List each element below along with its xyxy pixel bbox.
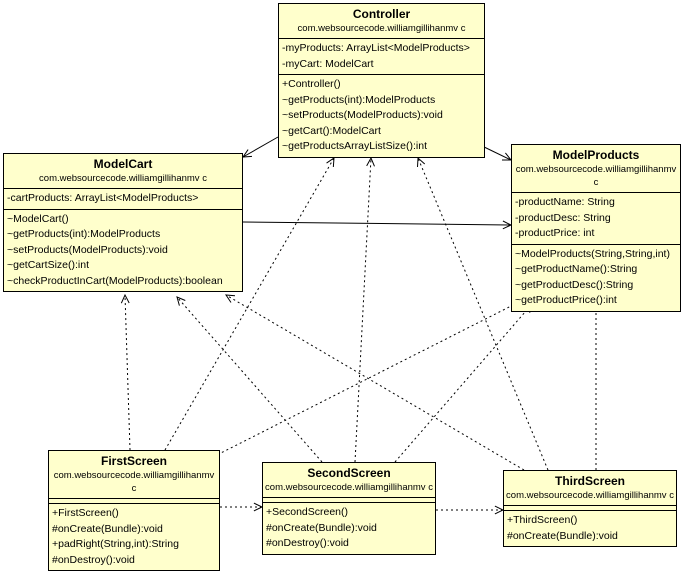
class-firstscreen[interactable]: FirstScreen com.websourcecode.williamgil… xyxy=(48,450,220,571)
operation: ~checkProductInCart(ModelProducts):boole… xyxy=(7,274,223,287)
relationship-line xyxy=(479,144,512,161)
operation: ~getProductDesc():String xyxy=(515,278,634,291)
operation-list: ~ModelProducts(String,String,int) ~getPr… xyxy=(512,245,680,311)
relationship-line xyxy=(354,157,372,463)
relationship-line xyxy=(417,157,549,471)
class-secondscreen[interactable]: SecondScreen com.websourcecode.williamgi… xyxy=(262,462,436,555)
class-name: SecondScreen xyxy=(307,466,391,480)
operation-list: +SecondScreen() #onCreate(Bundle):void #… xyxy=(263,503,435,554)
class-controller[interactable]: Controller com.websourcecode.williamgill… xyxy=(278,3,485,158)
operation: #onCreate(Bundle):void xyxy=(52,522,163,535)
relationship-line xyxy=(242,221,512,226)
operation: ~getProductsArrayListSize():int xyxy=(282,140,428,152)
class-package: com.websourcecode.williamgillihanmv c xyxy=(265,482,433,493)
class-firstscreen-header: FirstScreen com.websourcecode.williamgil… xyxy=(49,451,219,499)
arrow-head xyxy=(366,156,375,167)
attribute: -myProducts: ArrayList<ModelProducts> xyxy=(282,42,470,54)
class-controller-header: Controller com.websourcecode.williamgill… xyxy=(279,4,484,39)
operation: #onDestroy():void xyxy=(266,537,349,549)
arrow-head xyxy=(242,149,253,158)
operation: #onCreate(Bundle):void xyxy=(266,521,377,534)
attribute-list: -cartProducts: ArrayList<ModelProducts> xyxy=(4,189,242,210)
arrow-modelcart-to-modelproducts xyxy=(242,220,513,230)
operation-list: +ThirdScreen() #onCreate(Bundle):void xyxy=(504,511,676,546)
class-modelproducts[interactable]: ModelProducts com.websourcecode.williamg… xyxy=(511,144,681,312)
attribute-list xyxy=(263,498,435,503)
relationship-line xyxy=(164,157,335,451)
operation-list: +Controller() ~getProducts(int):ModelPro… xyxy=(279,75,484,157)
attribute: -productDesc: String xyxy=(515,211,611,224)
arrow-secondscreen-to-controller xyxy=(354,156,375,463)
operation: ~getCart():ModelCart xyxy=(282,124,381,137)
arrow-secondscreen-to-modelcart xyxy=(176,296,323,463)
arrow-thirdscreen-to-controller xyxy=(417,156,549,471)
attribute: -productName: String xyxy=(515,196,615,208)
attribute: -myCart: ModelCart xyxy=(282,57,374,70)
relationship-line xyxy=(394,303,533,463)
attribute-list xyxy=(49,499,219,504)
class-name: FirstScreen xyxy=(100,454,168,468)
arrow-head xyxy=(326,157,335,168)
arrow-head xyxy=(225,294,236,303)
attribute: -cartProducts: ArrayList<ModelProducts> xyxy=(7,192,199,204)
relationship-line xyxy=(225,294,525,471)
class-modelproducts-header: ModelProducts com.websourcecode.williamg… xyxy=(512,145,680,193)
arrow-firstscreen-to-modelcart xyxy=(120,293,131,451)
class-modelcart-header: ModelCart com.websourcecode.williamgilli… xyxy=(4,154,242,189)
arrow-secondscreen-to-thirdscreen xyxy=(436,505,505,515)
operation: ~getCartSize():int xyxy=(7,259,89,271)
class-secondscreen-header: SecondScreen com.websourcecode.williamgi… xyxy=(263,463,435,498)
operation: +ThirdScreen() xyxy=(507,514,578,526)
arrow-firstscreen-to-secondscreen xyxy=(220,502,264,512)
relationship-line xyxy=(212,300,522,458)
arrow-head xyxy=(120,293,130,304)
arrow-thirdscreen-to-modelproducts xyxy=(591,297,601,470)
arrow-controller-to-modelcart xyxy=(242,136,279,158)
class-package: com.websourcecode.williamgillihanmv c xyxy=(506,490,674,501)
operation: ~getProductName():String xyxy=(515,263,638,275)
attribute-list: -productName: String -productDesc: Strin… xyxy=(512,193,680,245)
attribute-list: -myProducts: ArrayList<ModelProducts> -m… xyxy=(279,39,484,75)
arrow-firstscreen-to-controller xyxy=(164,157,335,451)
operation-list: ~ModelCart() ~getProducts(int):ModelProd… xyxy=(4,210,242,292)
class-thirdscreen-header: ThirdScreen com.websourcecode.williamgil… xyxy=(504,471,676,506)
operation: ~setProducts(ModelProducts):void xyxy=(282,109,443,121)
class-name: Controller xyxy=(352,7,411,21)
relationship-line xyxy=(242,136,279,158)
class-package: com.websourcecode.williamgillihanmv c xyxy=(53,470,215,494)
operation: ~getProducts(int):ModelProducts xyxy=(7,228,161,240)
operation-list: +FirstScreen() #onCreate(Bundle):void +p… xyxy=(49,504,219,570)
arrow-firstscreen-to-modelproducts xyxy=(212,300,523,458)
class-package: com.websourcecode.williamgillihanmv c xyxy=(515,164,677,188)
operation: ~getProductPrice():int xyxy=(515,294,617,306)
arrow-secondscreen-to-modelproducts xyxy=(394,303,533,463)
attribute: -productPrice: int xyxy=(515,227,595,239)
arrow-head xyxy=(176,296,186,306)
relationship-line xyxy=(176,296,323,463)
attribute-list xyxy=(504,506,676,511)
class-name: ModelProducts xyxy=(552,148,640,162)
operation: #onCreate(Bundle):void xyxy=(507,529,618,542)
class-package: com.websourcecode.williamgillihanmv c xyxy=(39,173,207,184)
class-thirdscreen[interactable]: ThirdScreen com.websourcecode.williamgil… xyxy=(503,470,677,547)
operation: +padRight(String,int):String xyxy=(52,538,179,550)
operation: ~getProducts(int):ModelProducts xyxy=(282,93,436,106)
operation: ~ModelProducts(String,String,int) xyxy=(515,247,670,260)
operation: +SecondScreen() xyxy=(266,506,349,518)
operation: +Controller() xyxy=(282,78,341,90)
operation: #onDestroy():void xyxy=(52,553,135,566)
class-name: ModelCart xyxy=(93,157,153,171)
class-modelcart[interactable]: ModelCart com.websourcecode.williamgilli… xyxy=(3,153,243,292)
class-name: ThirdScreen xyxy=(554,474,626,488)
class-package: com.websourcecode.williamgillihanmv c xyxy=(297,23,466,34)
operation: ~ModelCart() xyxy=(7,212,69,225)
relationship-line xyxy=(124,294,131,451)
arrow-thirdscreen-to-modelcart xyxy=(225,294,525,471)
operation: ~setProducts(ModelProducts):void xyxy=(7,243,168,256)
operation: +FirstScreen() xyxy=(52,507,119,519)
arrow-head xyxy=(417,156,426,168)
